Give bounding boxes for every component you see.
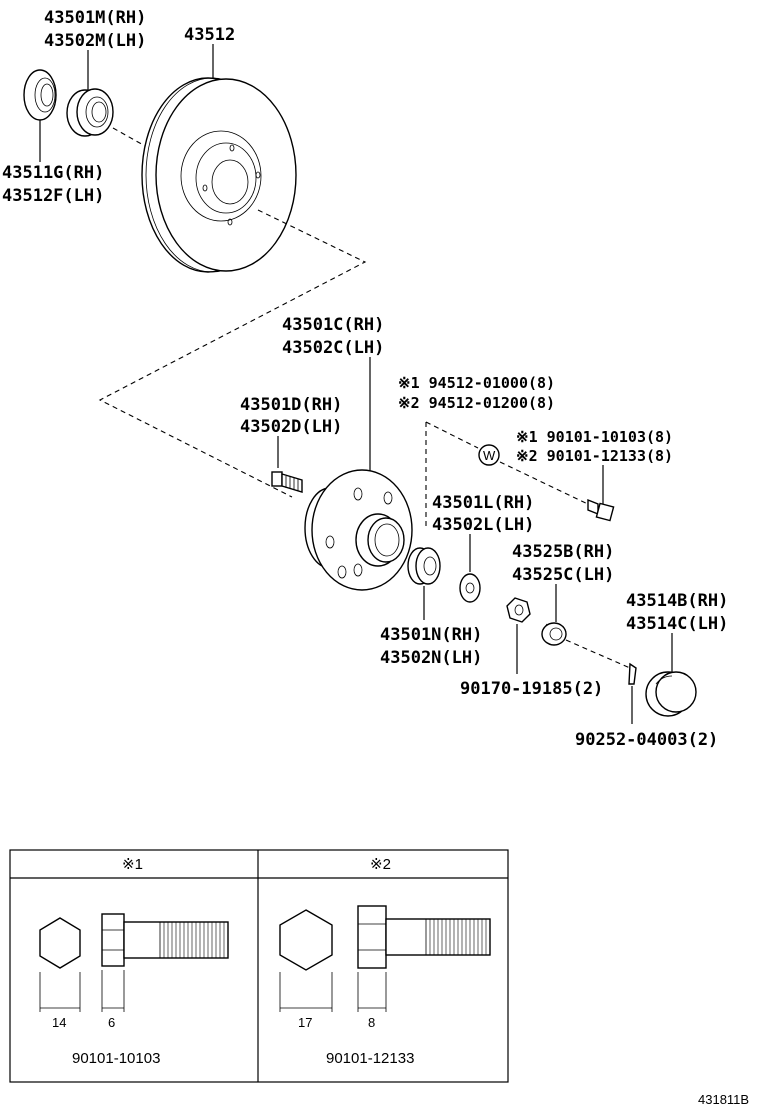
nut-lock-lh-label: 43525C(LH) [512,565,614,585]
hub-bolt [271,471,303,493]
bolt-1-label: ※1 90101-10103(8) [516,428,673,446]
cotter-pin [628,662,637,685]
cap-lh-label: 43514C(LH) [626,614,728,634]
nut-lock [541,622,567,646]
pin-dash [565,639,631,669]
axle-hub [304,469,413,591]
small-bolt [587,498,615,522]
nut-label: 90170-19185(2) [460,679,603,699]
hub-assy-rh-label: 43501C(RH) [282,315,384,335]
guide-dash-hub [98,209,367,498]
bearing-outer [66,88,114,137]
hex-nut [506,597,531,623]
washer-mark: W [483,448,496,463]
oil-seal-outer [23,69,57,121]
bearing-n-lh-label: 43502N(LH) [380,648,482,668]
col1-part-number: 90101-10103 [72,1050,160,1067]
seal-main-lh-label: 43502M(LH) [44,31,146,51]
cotter-pin-label: 90252-04003(2) [575,730,718,750]
table-col1-header: ※1 [122,856,143,873]
bolt-spec-table: ※1 ※2 14 [9,849,509,1083]
bearing-l-lh-label: 43502L(LH) [432,515,534,535]
bearing-inner [407,547,441,585]
hex-head-front-view-2 [279,909,333,1012]
disc-rotor [141,77,297,273]
seal-main-rh-label: 43501M(RH) [44,8,146,28]
washer-dash-h [425,421,479,449]
col2-head-dimension: 8 [368,1015,375,1030]
washer: W [478,444,500,466]
thrust-washer [459,573,481,603]
washer-1-label: ※1 94512-01000(8) [398,374,555,392]
hub-assy-lh-label: 43502C(LH) [282,338,384,358]
bearing-l-rh-label: 43501L(RH) [432,493,534,513]
table-border [9,849,509,1083]
figure-id: 431811B [698,1092,749,1107]
grease-cap [645,671,697,717]
bolt-side-view-1 [101,913,229,1012]
hex-head-front-view-1 [39,917,81,1012]
bearing-n-rh-label: 43501N(RH) [380,625,482,645]
table-col2-header: ※2 [370,856,391,873]
col1-head-dimension: 6 [108,1015,115,1030]
hub-rh-label: 43501D(RH) [240,395,342,415]
bolt-2-label: ※2 90101-12133(8) [516,447,673,465]
washer-2-label: ※2 94512-01200(8) [398,394,555,412]
hub-lh-label: 43502D(LH) [240,417,342,437]
seal-outer-rh-label: 43511G(RH) [2,163,104,183]
nut-lock-rh-label: 43525B(RH) [512,542,614,562]
disc-label: 43512 [184,25,235,45]
bolt-side-view-2 [357,905,491,1012]
col2-part-number: 90101-12133 [326,1050,414,1067]
col1-hex-dimension: 14 [52,1015,66,1030]
col2-hex-dimension: 17 [298,1015,312,1030]
seal-outer-lh-label: 43512F(LH) [2,186,104,206]
cap-rh-label: 43514B(RH) [626,591,728,611]
